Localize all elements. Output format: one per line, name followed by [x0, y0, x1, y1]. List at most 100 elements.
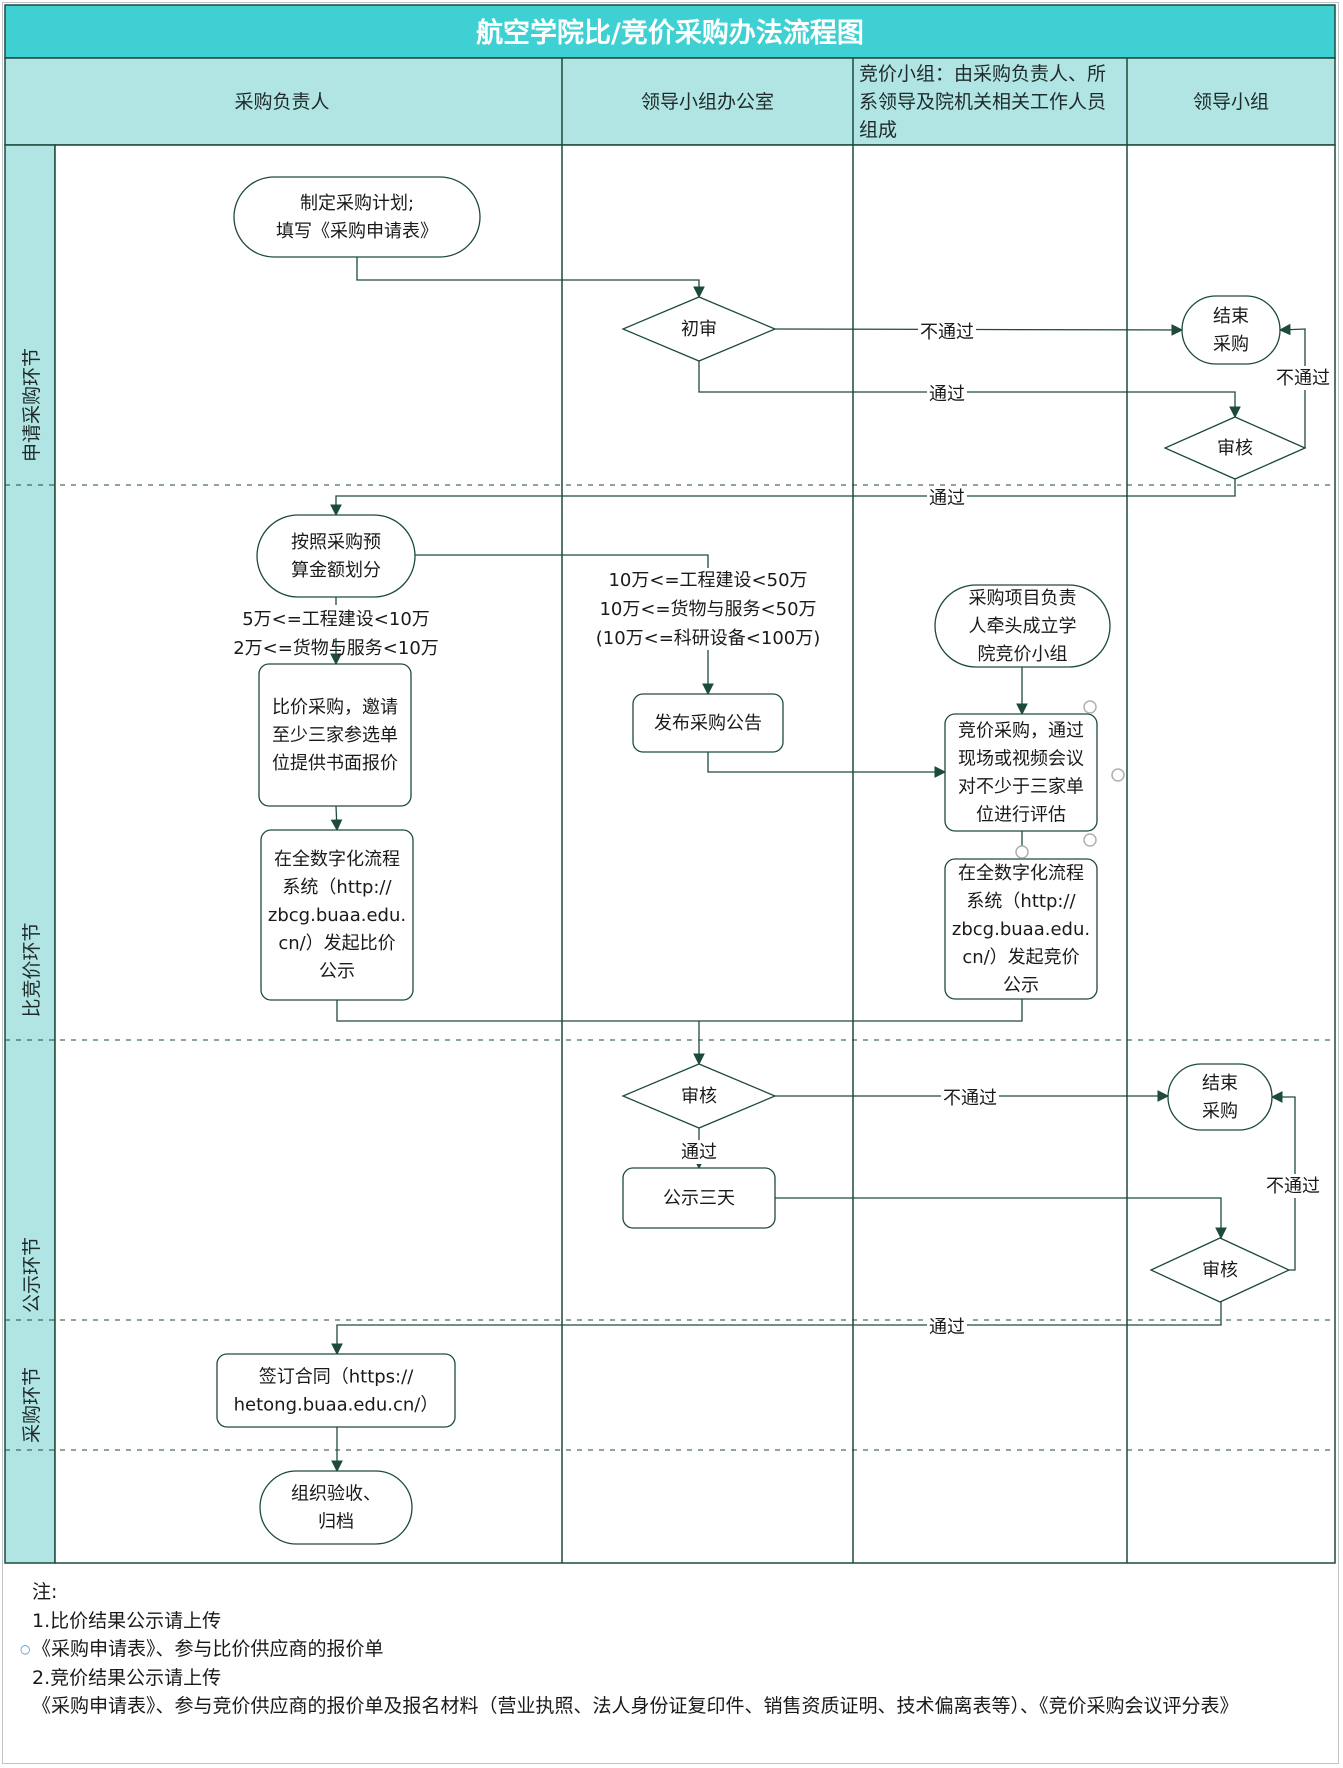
- edge-label-bid-range: 10万<=工程建设<50万: [608, 570, 807, 591]
- edge-label-not-pass: 不通过: [920, 322, 974, 343]
- edge-label-pass-bg: [679, 1140, 719, 1164]
- n_review1-decision: [1163, 416, 1307, 480]
- n_end1-text: 结束: [1213, 306, 1249, 327]
- n_compare_pub-text: 系统（http://: [282, 877, 392, 898]
- lane-header-lane2: 领导小组办公室: [641, 91, 774, 113]
- edge-initial-to-end1: [774, 324, 1184, 336]
- n_plan-terminal: [233, 176, 481, 258]
- lane-header-lane3-line: 竞价小组：由采购负责人、所: [859, 63, 1106, 85]
- n_review2-text: 审核: [681, 1086, 717, 1107]
- edge-label-pass-bg: [927, 486, 967, 510]
- note-item: 《采购申请表》、参与比价供应商的报价单: [32, 1638, 384, 1660]
- n_compare-text: 至少三家参选单: [272, 725, 398, 746]
- n_initial-text: 初审: [681, 319, 717, 340]
- lane-header-lane1: 采购负责人: [234, 91, 329, 113]
- n_contract-text: hetong.buaa.edu.cn/）: [234, 1395, 439, 1416]
- edge-label-pass-bg: [927, 382, 967, 406]
- diagram-title: 航空学院比/竞价采购办法流程图: [476, 17, 864, 49]
- lane-header-lane4: 领导小组: [1193, 91, 1269, 113]
- edge-label-pass: 通过: [929, 384, 965, 405]
- edge-announce-to-bid: [707, 752, 947, 778]
- n_team-text: 人牵头成立学: [969, 616, 1077, 637]
- n_team-terminal: [934, 584, 1111, 668]
- n_bid_pub-text: zbcg.buaa.edu.: [952, 919, 1090, 940]
- n_bid_pub-text: 公示: [1003, 975, 1039, 996]
- phase-label-purchase: 采购环节: [21, 1367, 43, 1443]
- edge-pubs-merge: [336, 999, 1023, 1022]
- n_plan-text: 制定采购计划;: [300, 193, 414, 214]
- n_archive-text: 组织验收、: [291, 1484, 381, 1505]
- note-item: 1.比价结果公示请上传: [32, 1609, 222, 1632]
- n_split-text: 按照采购预: [291, 532, 381, 553]
- n_end1-terminal: [1181, 295, 1281, 365]
- n_bid_pub-text: 系统（http://: [966, 891, 1076, 912]
- n_compare_pub-text: 公示: [319, 961, 355, 982]
- phase-label-apply: 申请采购环节: [21, 348, 43, 462]
- edge-label-pass: 通过: [929, 488, 965, 509]
- play-icon: [1111, 768, 1125, 782]
- notes-heading: 注:: [32, 1581, 58, 1603]
- n_contract-process: [216, 1353, 456, 1428]
- n_publicize-process: [622, 1167, 776, 1229]
- phase-label-compare: 比竞价环节: [21, 922, 43, 1017]
- edge-publicize-to-review3: [775, 1197, 1227, 1240]
- n_contract-text: 签订合同（https://: [259, 1367, 414, 1388]
- n_end2-text: 采购: [1202, 1101, 1238, 1122]
- n_bid-text: 现场或视频会议: [958, 749, 1084, 770]
- n_initial-decision: [621, 296, 777, 362]
- edge-label-bid-range: (10万<=科研设备<100万): [596, 628, 821, 649]
- chevron-down-icon: [1015, 845, 1029, 859]
- n_end1-text: 采购: [1213, 334, 1249, 355]
- edge-label-pass: 通过: [929, 1317, 965, 1338]
- notes-section: 注: 1.比价结果公示请上传 ○《采购申请表》、参与比价供应商的报价单 2.竞价…: [20, 1578, 1239, 1721]
- n_publicize-text: 公示三天: [663, 1188, 735, 1209]
- edge-label-not-pass-bg: [918, 320, 976, 344]
- n_review3-decision: [1149, 1237, 1291, 1303]
- n_end2-terminal: [1167, 1063, 1273, 1131]
- edge-review3-to-contract: [331, 1302, 1222, 1356]
- n_split-terminal: [256, 514, 416, 598]
- edge-compare-to-pub: [330, 805, 343, 832]
- lane-header-lane3-line: 组成: [859, 119, 897, 141]
- n_bid-text: 对不少于三家单: [958, 777, 1084, 798]
- edge-review1-to-end1: [1278, 323, 1306, 448]
- title-bar: [4, 4, 1336, 59]
- n_review1-text: 审核: [1217, 438, 1253, 459]
- lane-header-lane3-line: 系领导及院机关相关工作人员: [859, 91, 1106, 113]
- n_plan-text: 填写《采购申请表》: [276, 221, 438, 242]
- bullet-icon: ○: [20, 1642, 31, 1656]
- edge-label-not-pass-bg: [1264, 1174, 1322, 1198]
- edge-label-not-pass-bg: [941, 1086, 999, 1110]
- edge-label-not-pass-bg: [1274, 366, 1332, 390]
- phase-band-column: [4, 144, 56, 1564]
- note-item-row: ○《采购申请表》、参与比价供应商的报价单: [20, 1635, 1239, 1664]
- phase-label-publicize: 公示环节: [21, 1237, 43, 1313]
- edge-label-not-pass: 不通过: [1276, 368, 1330, 389]
- edge-label-not-pass: 不通过: [943, 1088, 997, 1109]
- n_team-text: 采购项目负责: [969, 588, 1077, 609]
- note-item: 《采购申请表》、参与竞价供应商的报价单及报名材料（营业执照、法人身份证复印件、销…: [32, 1695, 1239, 1717]
- n_bid-process: [944, 713, 1098, 832]
- note-item: 2.竞价结果公示请上传: [32, 1666, 222, 1689]
- n_compare_pub-text: 在全数字化流程: [274, 849, 400, 870]
- n_bid_pub-process: [944, 858, 1098, 1000]
- chevron-up-icon: [1083, 833, 1097, 847]
- n_team-text: 院竞价小组: [978, 644, 1068, 665]
- n_end2-text: 结束: [1202, 1073, 1238, 1094]
- n_bid-text: 竞价采购，通过: [958, 721, 1084, 742]
- n_compare_pub-process: [260, 829, 414, 1001]
- edge-plan-to-initial: [356, 257, 705, 299]
- n_compare-text: 比价采购，邀请: [272, 697, 398, 718]
- edge-label-compare-range: 2万<=货物与服务<10万: [233, 638, 439, 659]
- n_compare_pub-text: cn/）发起比价: [278, 933, 395, 954]
- n_compare-process: [258, 663, 412, 807]
- edge-label-compare-range: 5万<=工程建设<10万: [242, 609, 430, 630]
- n_compare_pub-text: zbcg.buaa.edu.: [268, 905, 406, 926]
- n_bid-text: 位进行评估: [976, 805, 1066, 826]
- edge-label-pass-bg: [927, 1315, 967, 1339]
- edge-review1-to-split: [330, 479, 1236, 517]
- n_announce-text: 发布采购公告: [654, 713, 762, 734]
- edge-split-to-announce-a: [415, 554, 709, 568]
- n_review3-text: 审核: [1202, 1260, 1238, 1281]
